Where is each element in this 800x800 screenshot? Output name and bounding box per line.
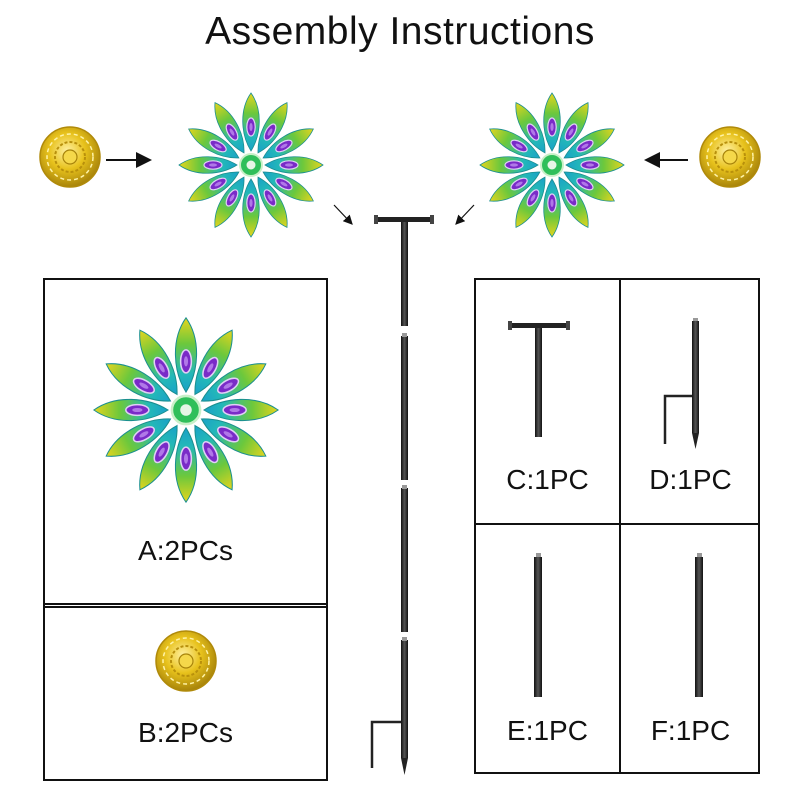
part-f-label: F:1PC bbox=[650, 715, 731, 746]
part-c-label: C:1PC bbox=[506, 464, 589, 495]
part-b-panel bbox=[43, 603, 328, 781]
part-d-label: D:1PC bbox=[649, 464, 732, 495]
parts-grid-panel bbox=[474, 278, 760, 774]
grid-divider-vertical bbox=[619, 278, 621, 774]
grid-divider-horizontal bbox=[474, 523, 760, 525]
part-e-label: E:1PC bbox=[507, 715, 588, 746]
part-a-label: A:2PCs bbox=[138, 535, 233, 566]
part-a-panel bbox=[43, 278, 328, 608]
part-b-label: B:2PCs bbox=[138, 717, 233, 748]
page-title: Assembly Instructions bbox=[205, 10, 595, 53]
